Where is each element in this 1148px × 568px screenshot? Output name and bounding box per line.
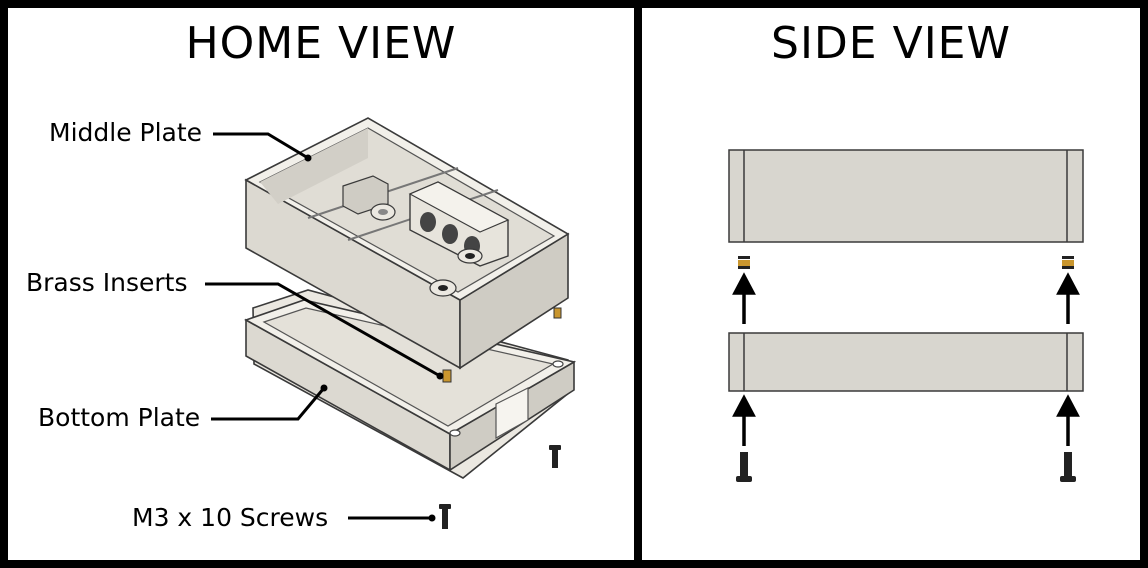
label-bottom-plate: Bottom Plate [38,403,201,432]
label-middle-plate: Middle Plate [49,118,203,147]
leader-lines [205,132,441,520]
leader-dot-screws [428,514,436,522]
label-brass-inserts: Brass Inserts [26,268,188,297]
label-screws: M3 x 10 Screws [132,503,329,532]
side-screw-right [1060,452,1076,482]
bottom-plate-drawing [244,289,577,479]
home-view-panel: HOME VIEW [8,8,634,560]
leader-brass-inserts [205,282,441,378]
side-middle-plate [728,149,1084,243]
side-screw-left [736,452,752,482]
side-brass-insert-left [738,256,750,269]
leader-dot-brass-inserts [436,372,444,380]
leader-middle-plate [213,132,309,160]
home-view-title: HOME VIEW [185,18,457,69]
screw-drawing [439,445,561,529]
side-view-panel: SIDE VIEW [642,8,1140,560]
home-view-illustration [205,117,577,529]
side-arrows [732,272,1080,446]
side-view-title: SIDE VIEW [771,18,1011,69]
side-bottom-plate [728,332,1084,392]
middle-plate-drawing [244,117,570,370]
leader-dot-bottom-plate [320,384,328,392]
leader-bottom-plate [211,387,326,421]
leader-dot-middle-plate [304,154,312,162]
side-brass-insert-right [1062,256,1074,269]
side-view-illustration [728,149,1084,482]
